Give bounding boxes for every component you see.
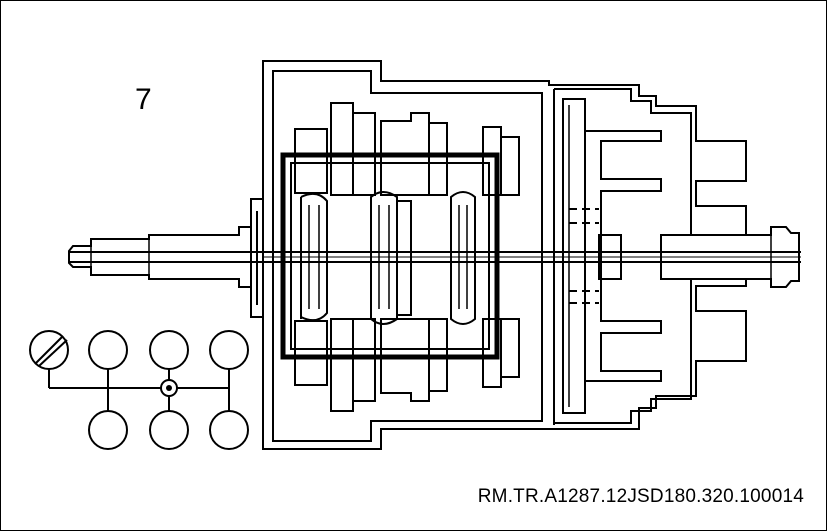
disabled-gear-icon	[29, 330, 69, 370]
gear-circle-icon	[149, 410, 189, 450]
highlight-frame	[280, 152, 500, 360]
neutral-center-icon	[160, 379, 178, 397]
input-bearing	[250, 198, 264, 318]
reference-code: RM.TR.A1287.12JSD180.320.100014	[477, 486, 804, 507]
gear-circle-icon	[209, 330, 249, 370]
gear-circle-icon	[88, 410, 128, 450]
gear-circle-icon	[209, 410, 249, 450]
step-number: 7	[135, 83, 152, 116]
gear-circle-icon	[88, 330, 128, 370]
synchronizer-3	[450, 191, 476, 325]
gear-cluster-2	[330, 102, 376, 412]
synchronizer-2	[370, 191, 412, 325]
rear-gear-set	[562, 98, 662, 414]
gear-circle-icon	[149, 330, 189, 370]
input-shaft	[68, 226, 252, 288]
shift-pattern	[29, 330, 249, 450]
